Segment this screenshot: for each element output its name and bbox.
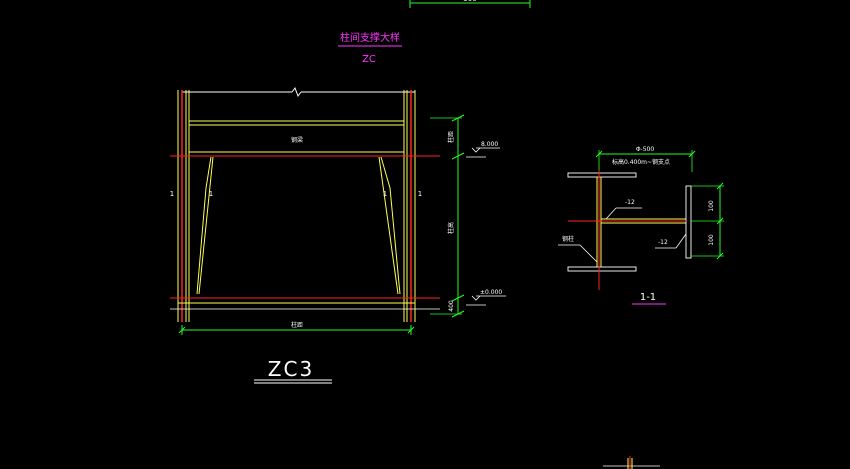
level-bottom-text: ±0.000 [480, 289, 502, 296]
elevation-frame: 钢梁 1 1 1 1 柱距 [170, 86, 506, 335]
column-label: 钢柱 [562, 235, 574, 243]
section-top-dim: Φ-500 [636, 146, 655, 153]
dim-middle-text: 柱高 [447, 222, 455, 234]
plate-label-1: -12 [625, 199, 635, 206]
bracing-members [196, 156, 401, 295]
right-vertical-dimension: 柱距 柱高 400 [430, 114, 465, 318]
break-mark-icon [291, 86, 302, 98]
drawing-header: 柱间支撑大样 ZC [338, 31, 402, 65]
section-cut-right: 1 [418, 190, 422, 198]
section-cut-inner-left: 1 [209, 190, 213, 198]
dim-lower-text: 400 [448, 300, 455, 312]
section-note: 标高0.400m~钢支点 [612, 158, 670, 166]
top-dimension-text: 500 [463, 0, 476, 3]
level-marker-bottom: ±0.000 [466, 289, 506, 306]
plate-label-2: -12 [658, 239, 668, 246]
header-code: ZC [362, 54, 376, 65]
level-marker-top: 8.000 [466, 141, 500, 158]
dim-upper-text: 柱距 [447, 131, 455, 143]
left-column [177, 90, 190, 322]
bottom-dimension-text: 柱距 [291, 321, 303, 329]
right-column [403, 90, 416, 322]
level-top-text: 8.000 [481, 141, 498, 148]
section-1-1: Φ-500 标高0.400m~钢支点 100 100 -12 -12 [558, 146, 724, 305]
bottom-partial-drawing [603, 456, 660, 469]
frame-title: ZC3 [268, 357, 314, 381]
top-partial-dimension: 500 [409, 0, 531, 8]
steel-beam: 钢梁 [170, 120, 440, 157]
section-cut-inner-right: 1 [383, 190, 387, 198]
header-title: 柱间支撑大样 [340, 31, 400, 44]
level-triangle-icon [471, 295, 481, 301]
section-cut-left: 1 [170, 190, 174, 198]
level-triangle-icon [471, 147, 481, 153]
section-dim-1: 100 [708, 200, 715, 212]
beam-label: 钢梁 [291, 136, 303, 144]
section-title: 1-1 [640, 292, 656, 303]
section-dim-2: 100 [708, 234, 715, 246]
bottom-dimension: 柱距 [178, 321, 415, 335]
frame-title-group: ZC3 [254, 357, 332, 384]
